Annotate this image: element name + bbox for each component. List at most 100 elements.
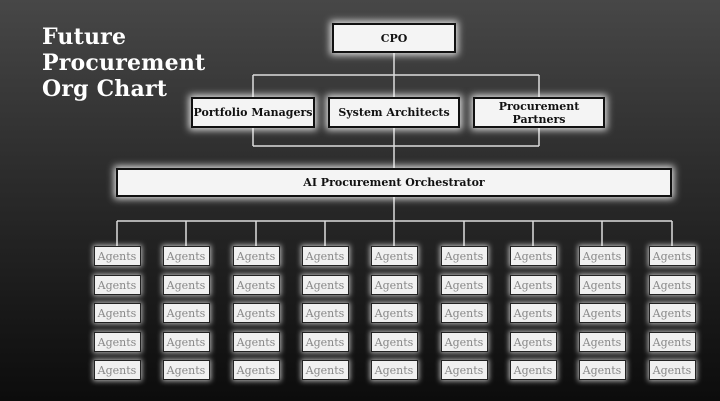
agent-label: Agents [444,363,484,377]
agent-label: Agents [652,363,692,377]
agent-label: Agents [444,306,484,320]
agent-box: Agents [232,303,280,323]
agent-box: Agents [578,360,626,380]
agent-box: Agents [440,303,488,323]
agent-label: Agents [513,306,553,320]
agent-label: Agents [582,306,622,320]
agent-label: Agents [444,335,484,349]
agent-label: Agents [97,363,137,377]
agent-box: Agents [578,246,626,266]
agent-box: Agents [370,332,418,352]
agent-label: Agents [97,249,137,263]
agent-box: Agents [232,246,280,266]
agent-box: Agents [301,275,349,295]
agent-box: Agents [440,275,488,295]
agent-label: Agents [582,335,622,349]
agent-box: Agents [648,332,696,352]
leader-label: Procurement Partners [498,99,580,126]
agent-label: Agents [166,249,206,263]
orchestrator-box: AI Procurement Orchestrator [116,168,672,197]
agent-label: Agents [444,278,484,292]
agent-box: Agents [93,246,141,266]
agent-box: Agents [93,332,141,352]
agent-label: Agents [166,335,206,349]
leader-box-procurement-partners: Procurement Partners [473,97,605,128]
agent-label: Agents [513,335,553,349]
agent-label: Agents [236,278,276,292]
agent-box: Agents [370,246,418,266]
agent-box: Agents [162,332,210,352]
agent-box: Agents [509,332,557,352]
agent-label: Agents [513,278,553,292]
agent-box: Agents [648,275,696,295]
agent-label: Agents [374,335,414,349]
agent-box: Agents [93,303,141,323]
agent-label: Agents [582,363,622,377]
agent-box: Agents [301,303,349,323]
agent-label: Agents [166,306,206,320]
agent-label: Agents [236,363,276,377]
agent-box: Agents [370,275,418,295]
agent-label: Agents [652,278,692,292]
agent-label: Agents [166,363,206,377]
agent-label: Agents [97,278,137,292]
agent-label: Agents [513,363,553,377]
agent-box: Agents [509,275,557,295]
agent-box: Agents [162,246,210,266]
agent-box: Agents [648,246,696,266]
agent-box: Agents [509,246,557,266]
orchestrator-label: AI Procurement Orchestrator [303,176,485,189]
agent-box: Agents [232,275,280,295]
agent-box: Agents [578,332,626,352]
agent-box: Agents [440,246,488,266]
agent-box: Agents [648,303,696,323]
agent-box: Agents [370,360,418,380]
agent-label: Agents [305,363,345,377]
agent-label: Agents [374,249,414,263]
leader-box-portfolio-managers: Portfolio Managers [191,97,315,128]
chart-title: Future Procurement Org Chart [42,24,206,102]
agent-label: Agents [305,335,345,349]
leader-label: System Architects [338,106,450,119]
agent-box: Agents [440,360,488,380]
cpo-box: CPO [332,23,456,53]
agent-label: Agents [166,278,206,292]
agent-box: Agents [232,332,280,352]
agent-label: Agents [374,278,414,292]
agent-box: Agents [162,303,210,323]
leader-box-system-architects: System Architects [328,97,460,128]
agent-box: Agents [301,246,349,266]
agent-label: Agents [236,335,276,349]
cpo-label: CPO [380,31,408,45]
agent-box: Agents [440,332,488,352]
agent-label: Agents [236,249,276,263]
agent-box: Agents [648,360,696,380]
agent-label: Agents [374,363,414,377]
agent-label: Agents [236,306,276,320]
agent-box: Agents [301,332,349,352]
agent-label: Agents [444,249,484,263]
agent-box: Agents [370,303,418,323]
agent-label: Agents [305,306,345,320]
leader-label: Portfolio Managers [193,106,313,119]
agent-box: Agents [93,360,141,380]
agent-box: Agents [162,360,210,380]
agent-box: Agents [162,275,210,295]
agent-box: Agents [509,303,557,323]
agent-label: Agents [652,335,692,349]
agent-label: Agents [652,249,692,263]
agent-label: Agents [374,306,414,320]
agent-box: Agents [232,360,280,380]
agent-label: Agents [305,249,345,263]
agent-label: Agents [97,335,137,349]
agent-label: Agents [582,278,622,292]
agent-box: Agents [93,275,141,295]
agent-box: Agents [578,275,626,295]
agent-label: Agents [513,249,553,263]
agent-label: Agents [652,306,692,320]
agent-label: Agents [97,306,137,320]
agent-box: Agents [509,360,557,380]
agent-label: Agents [582,249,622,263]
agent-label: Agents [305,278,345,292]
